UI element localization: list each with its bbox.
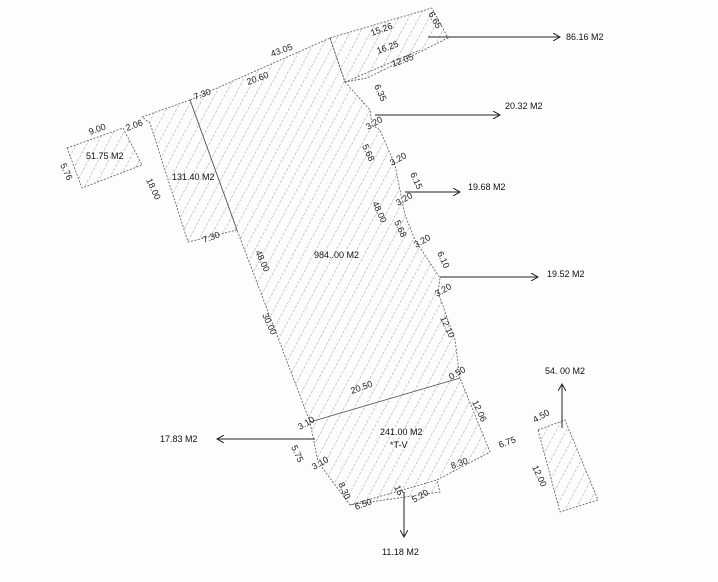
dimension-label: 3.20 <box>412 232 432 249</box>
dimension-label: 15 <box>392 484 405 497</box>
dimension-label: 6.75 <box>497 434 517 449</box>
dimension-label: 5.76 <box>58 162 74 182</box>
area-label: 19.68 M2 <box>468 182 506 192</box>
area-label: 51.75 M2 <box>86 151 124 161</box>
dimension-label: 2.06 <box>124 117 144 132</box>
parcel-54 <box>537 419 599 513</box>
dimension-label: 6.35 <box>372 83 388 103</box>
dimension-label: 5.75 <box>289 444 305 464</box>
dimension-label: 4.50 <box>531 407 551 424</box>
parcel-51-75 <box>66 127 143 189</box>
dimension-label: 12.00 <box>530 464 549 489</box>
dimension-label: 6.10 <box>435 250 451 270</box>
divider-line <box>344 49 421 83</box>
area-label: 17.83 M2 <box>160 434 198 444</box>
parcel-241 <box>309 377 491 506</box>
area-label: 20.32 M2 <box>505 101 543 111</box>
parcel-131-40 <box>141 99 238 243</box>
parcel-984 <box>189 37 461 423</box>
area-label: 54. 00 M2 <box>545 366 585 376</box>
dimension-label: 18.00 <box>144 177 163 202</box>
parcel-86-16 <box>329 7 449 83</box>
area-label: 131.40 M2 <box>172 172 215 182</box>
area-label: 11.18 M2 <box>382 547 419 557</box>
area-label: 86.16 M2 <box>566 32 604 42</box>
dimension-label: 3.20 <box>388 150 408 167</box>
area-label: 984..00 M2 <box>314 250 359 260</box>
area-label: *T-V <box>390 440 408 450</box>
divider-line <box>349 479 438 506</box>
area-label: 19.52 M2 <box>547 269 585 279</box>
area-label: 241.00 M2 <box>380 427 423 437</box>
dimension-label: 6.15 <box>408 171 424 191</box>
